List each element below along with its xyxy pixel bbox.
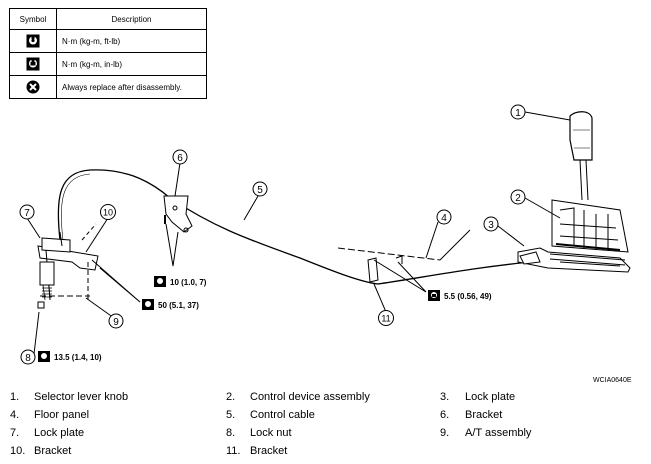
legend-row: Always replace after disassembly. <box>9 75 207 99</box>
callout-5: 5 <box>252 181 268 197</box>
torque-spec-13-5: 13.5 (1.4, 10) <box>38 351 102 362</box>
torque-spec-10: 10 (1.0, 7) <box>154 276 207 287</box>
svg-text:10 (1.0, 7): 10 (1.0, 7) <box>170 278 207 287</box>
part-name: Control device assembly <box>250 391 370 403</box>
part-number: 9. <box>440 427 450 439</box>
torque-spec-50: 50 (5.1, 37) <box>142 299 199 310</box>
part-number: 2. <box>226 391 236 403</box>
svg-text:50 (5.1, 37): 50 (5.1, 37) <box>158 301 199 310</box>
part-name: Floor panel <box>34 409 90 421</box>
part-number: 3. <box>440 391 450 403</box>
legend-description: N·m (kg-m, ft-lb) <box>56 29 207 53</box>
part-name: Lock nut <box>250 427 292 439</box>
part-name: Lock plate <box>465 391 516 403</box>
torque-spec-5-5: 5.5 (0.56, 49) <box>428 290 492 301</box>
part-number: 10. <box>10 445 26 457</box>
part-number: 8. <box>226 427 236 439</box>
part-number: 7. <box>10 427 20 439</box>
callout-10: 10 <box>100 204 116 220</box>
figure-code: WCIA0640E <box>593 377 632 384</box>
legend-row: N·m (kg-m, ft-lb) <box>9 29 207 53</box>
part-number: 4. <box>10 409 20 421</box>
floor-panel <box>337 247 441 261</box>
callout-7: 7 <box>19 204 35 220</box>
selector-lever <box>579 159 589 201</box>
callout-11: 11 <box>378 310 394 326</box>
bracket-10 <box>37 245 99 271</box>
part-number: 1. <box>10 391 20 403</box>
svg-text:7: 7 <box>24 208 30 219</box>
svg-text:13.5 (1.4, 10): 13.5 (1.4, 10) <box>54 353 102 362</box>
selector-knob <box>569 111 593 161</box>
svg-text:2: 2 <box>515 193 521 204</box>
callout-9: 9 <box>108 313 124 329</box>
part-number: 5. <box>226 409 236 421</box>
svg-text:1: 1 <box>515 108 521 119</box>
bracket-11 <box>367 257 379 283</box>
part-number: 6. <box>440 409 450 421</box>
svg-text:5: 5 <box>257 185 263 196</box>
part-name: Selector lever knob <box>34 391 129 403</box>
part-name: Bracket <box>34 445 72 457</box>
svg-text:5.5 (0.56, 49): 5.5 (0.56, 49) <box>444 292 492 301</box>
callout-2: 2 <box>510 189 526 205</box>
svg-text:8: 8 <box>25 353 31 364</box>
torque-wrench-small-icon <box>26 57 40 71</box>
callout-4: 4 <box>436 209 452 225</box>
bracket-6 <box>163 195 193 233</box>
part-name: Bracket <box>250 445 288 457</box>
callout-6: 6 <box>172 149 188 165</box>
part-name: Bracket <box>465 409 503 421</box>
part-name: A/T assembly <box>465 427 532 439</box>
part-name: Lock plate <box>34 427 85 439</box>
svg-text:11: 11 <box>381 314 390 324</box>
callout-8: 8 <box>20 349 36 365</box>
torque-wrench-icon <box>26 34 40 48</box>
svg-text:10: 10 <box>103 208 113 218</box>
legend-header-row: Symbol Description <box>9 8 207 30</box>
part-number: 11. <box>226 445 241 457</box>
svg-text:6: 6 <box>177 153 183 164</box>
svg-text:4: 4 <box>441 213 447 224</box>
svg-text:3: 3 <box>488 220 494 231</box>
callout-3: 3 <box>483 216 499 232</box>
legend-description: Always replace after disassembly. <box>56 75 207 99</box>
callout-1: 1 <box>510 104 526 120</box>
control-cable <box>57 169 531 285</box>
part-name: Control cable <box>250 409 315 421</box>
lock-plate-3 <box>519 251 541 265</box>
legend-table: Symbol Description N·m (kg-m, ft-lb) N·m… <box>9 8 207 99</box>
replace-part-icon <box>26 80 40 94</box>
svg-text:9: 9 <box>113 317 119 328</box>
